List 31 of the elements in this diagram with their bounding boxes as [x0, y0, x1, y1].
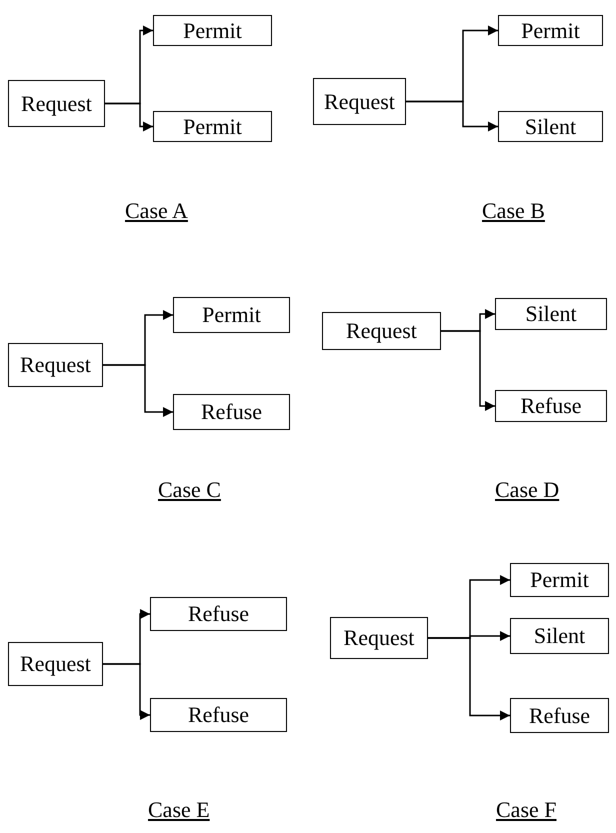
arrow: [441, 330, 495, 411]
process-box: Permit: [498, 15, 603, 46]
process-box: Refuse: [495, 390, 607, 422]
case-caption: Case B: [482, 198, 545, 224]
process-box: Refuse: [150, 698, 287, 732]
process-box: Refuse: [510, 698, 609, 733]
process-box: Request: [322, 312, 441, 350]
arrow: [406, 100, 498, 132]
process-box: Permit: [510, 563, 609, 597]
process-box: Permit: [153, 111, 272, 142]
arrow: [103, 663, 150, 720]
process-box: Silent: [498, 111, 603, 142]
process-box: Refuse: [173, 394, 290, 430]
case-caption: Case D: [495, 477, 560, 503]
case-caption: Case E: [148, 797, 210, 823]
process-box: Request: [8, 80, 105, 127]
process-box: Request: [8, 343, 103, 387]
arrow: [428, 637, 510, 720]
arrow: [105, 102, 153, 132]
process-box: Silent: [495, 298, 607, 330]
process-box: Silent: [510, 618, 609, 654]
process-box: Request: [330, 617, 428, 659]
process-box: Request: [8, 642, 103, 686]
process-box: Refuse: [150, 597, 287, 631]
process-box: Permit: [173, 297, 290, 333]
case-caption: Case F: [496, 797, 556, 823]
case-caption: Case A: [125, 198, 188, 224]
arrow: [103, 364, 173, 417]
process-box: Request: [313, 78, 406, 125]
case-caption: Case C: [158, 477, 221, 503]
process-box: Permit: [153, 15, 272, 46]
